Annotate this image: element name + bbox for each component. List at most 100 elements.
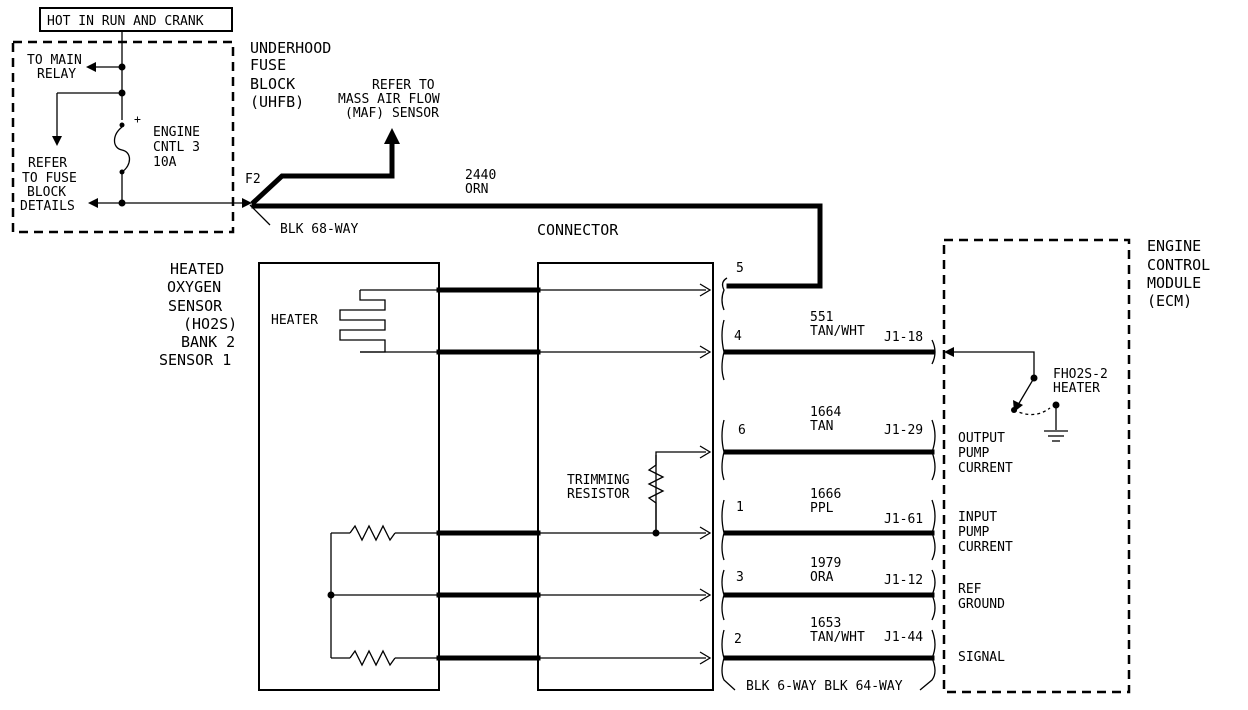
svg-text:ENGINE: ENGINE (1147, 237, 1201, 255)
svg-text:1: 1 (736, 500, 744, 515)
svg-text:J1-12: J1-12 (884, 573, 923, 588)
f2-label: F2 (245, 172, 261, 187)
svg-text:ORA: ORA (810, 570, 834, 585)
svg-text:TO FUSE: TO FUSE (22, 171, 77, 186)
pin-3: 3 1979 ORA J1-12 (736, 556, 923, 588)
svg-text:GROUND: GROUND (958, 597, 1005, 612)
svg-text:6: 6 (738, 423, 746, 438)
svg-text:ORN: ORN (465, 182, 488, 197)
svg-text:1653: 1653 (810, 616, 841, 631)
svg-text:PPL: PPL (810, 501, 834, 516)
svg-text:BLOCK: BLOCK (27, 185, 66, 200)
svg-text:4: 4 (734, 329, 742, 344)
svg-text:TAN/WHT: TAN/WHT (810, 324, 865, 339)
svg-text:(HO2S): (HO2S) (183, 315, 237, 333)
svg-text:TO MAIN: TO MAIN (27, 53, 82, 68)
ecm-box (942, 238, 1131, 694)
main-wire-label: 2440 ORN (465, 168, 496, 197)
sensor-box (258, 262, 440, 691)
svg-text:5: 5 (736, 261, 744, 276)
hot-label: HOT IN RUN AND CRANK (47, 14, 204, 29)
svg-text:RESISTOR: RESISTOR (567, 487, 630, 502)
svg-text:BLOCK: BLOCK (250, 75, 295, 93)
svg-text:3: 3 (736, 570, 744, 585)
ecm-heater-label: FHO2S-2 HEATER (1053, 367, 1108, 396)
svg-text:2440: 2440 (465, 168, 496, 183)
trimming-resistor-label: TRIMMING RESISTOR (567, 473, 630, 502)
svg-text:REF: REF (958, 582, 982, 597)
heater-element (339, 289, 439, 353)
pin-4: 4 551 TAN/WHT J1-18 (734, 310, 923, 345)
svg-text:FHO2S-2: FHO2S-2 (1053, 367, 1108, 382)
main-wire-2440 (250, 128, 823, 289)
sensor-title: HEATED OXYGEN SENSOR (HO2S) BANK 2 SENSO… (159, 260, 237, 369)
svg-text:FUSE: FUSE (250, 56, 286, 74)
connector-label: CONNECTOR (537, 221, 619, 239)
svg-text:CONTROL: CONTROL (1147, 256, 1210, 274)
ecm-output-pump-label: OUTPUT PUMP CURRENT (958, 431, 1013, 476)
svg-text:1664: 1664 (810, 405, 841, 420)
pin-arrows (699, 283, 712, 665)
bottom-connector-label: BLK 6-WAY BLK 64-WAY (746, 679, 903, 694)
svg-text:TRIMMING: TRIMMING (567, 473, 630, 488)
svg-text:(ECM): (ECM) (1147, 292, 1192, 310)
ufb-box (11, 40, 235, 234)
svg-text:HEATED: HEATED (170, 260, 224, 278)
svg-text:OXYGEN: OXYGEN (167, 278, 221, 296)
connector-wires (538, 289, 706, 659)
sensor-connector-wires (436, 287, 541, 661)
pin-6: 6 1664 TAN J1-29 (738, 405, 923, 438)
blk68-label: BLK 68-WAY (280, 222, 358, 237)
to-main-relay-label: TO MAIN RELAY (27, 53, 82, 82)
refer-fuse-label: REFER TO FUSE BLOCK DETAILS (20, 156, 77, 214)
fuse-label: ENGINE CNTL 3 10A (153, 125, 200, 170)
svg-text:DETAILS: DETAILS (20, 199, 75, 214)
svg-text:MASS AIR FLOW: MASS AIR FLOW (338, 92, 440, 107)
heater-label: HEATER (271, 313, 318, 328)
svg-text:1666: 1666 (810, 487, 841, 502)
svg-text:J1-44: J1-44 (884, 630, 923, 645)
connector-box (537, 262, 714, 691)
svg-text:551: 551 (810, 310, 833, 325)
svg-text:(MAF) SENSOR: (MAF) SENSOR (345, 106, 439, 121)
svg-text:CNTL 3: CNTL 3 (153, 140, 200, 155)
pin-1: 1 1666 PPL J1-61 (736, 487, 923, 527)
svg-text:1979: 1979 (810, 556, 841, 571)
svg-text:HEATER: HEATER (1053, 381, 1100, 396)
svg-text:PUMP: PUMP (958, 525, 989, 540)
ecm-input-pump-label: INPUT PUMP CURRENT (958, 510, 1013, 555)
svg-text:J1-29: J1-29 (884, 423, 923, 438)
svg-text:SENSOR 1: SENSOR 1 (159, 351, 231, 369)
ecm-ref-ground-label: REF GROUND (958, 582, 1005, 612)
svg-text:MODULE: MODULE (1147, 274, 1201, 292)
ecm-title: ENGINE CONTROL MODULE (ECM) (1147, 237, 1210, 310)
ufb-wiring (52, 31, 252, 208)
pin-5: 5 (736, 261, 744, 276)
svg-text:PUMP: PUMP (958, 446, 989, 461)
svg-text:ENGINE: ENGINE (153, 125, 200, 140)
svg-text:10A: 10A (153, 155, 177, 170)
svg-text:2: 2 (734, 632, 742, 647)
svg-text:J1-18: J1-18 (884, 330, 923, 345)
svg-text:RELAY: RELAY (37, 67, 76, 82)
sensor-network (327, 524, 439, 667)
hot-label-box (39, 7, 233, 32)
svg-text:TAN/WHT: TAN/WHT (810, 630, 865, 645)
ecm-wires (723, 349, 935, 661)
svg-text:REFER TO: REFER TO (372, 78, 435, 93)
svg-text:BANK 2: BANK 2 (181, 333, 235, 351)
pin-2: 2 1653 TAN/WHT J1-44 (734, 616, 923, 647)
svg-text:TAN: TAN (810, 419, 833, 434)
maf-ref-label: REFER TO MASS AIR FLOW (MAF) SENSOR (338, 78, 440, 121)
ufb-title: UNDERHOOD FUSE BLOCK (UHFB) (250, 39, 331, 111)
svg-text:UNDERHOOD: UNDERHOOD (250, 39, 331, 57)
svg-text:(UHFB): (UHFB) (250, 93, 304, 111)
fuse-plus: + (134, 112, 141, 126)
ecm-heater-switch (944, 347, 1068, 442)
svg-text:CURRENT: CURRENT (958, 540, 1013, 555)
svg-text:SENSOR: SENSOR (168, 297, 223, 315)
svg-text:REFER: REFER (28, 156, 67, 171)
svg-text:INPUT: INPUT (958, 510, 997, 525)
svg-text:J1-61: J1-61 (884, 512, 923, 527)
